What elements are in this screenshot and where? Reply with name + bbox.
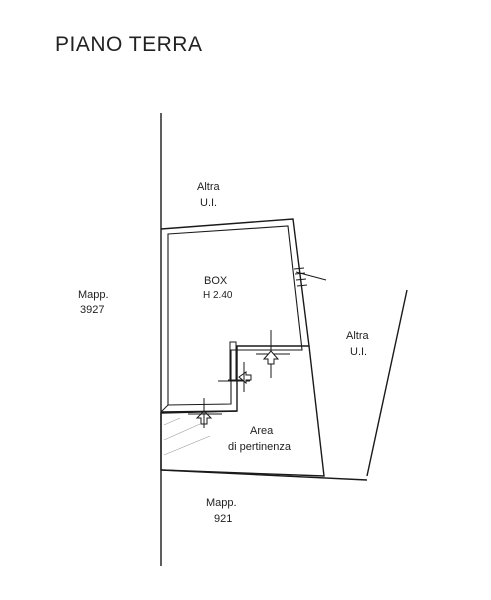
box-inner-wall bbox=[167, 225, 303, 406]
label-area-1: Area bbox=[250, 425, 274, 437]
property-boundary-south bbox=[160, 469, 368, 481]
window-icon bbox=[293, 267, 327, 287]
label-altra-right-1: Altra bbox=[346, 330, 369, 342]
label-mapp-bottom-1: Mapp. bbox=[206, 497, 237, 509]
label-altra-right-2: U.I. bbox=[350, 346, 368, 358]
area-hatch bbox=[163, 417, 211, 456]
property-boundary-east bbox=[366, 289, 408, 477]
label-altra-top-2: U.I. bbox=[200, 197, 218, 209]
entry-axis-lines bbox=[188, 362, 245, 428]
label-mapp-left-2: 3927 bbox=[80, 304, 105, 316]
box-wall-closure bbox=[160, 404, 169, 413]
label-box-name: BOX bbox=[204, 275, 228, 287]
label-box-height: H 2.40 bbox=[203, 290, 233, 301]
plan-title: PIANO TERRA bbox=[55, 33, 203, 56]
label-area-2: di pertinenza bbox=[228, 441, 291, 453]
label-mapp-left-1: Mapp. bbox=[78, 289, 109, 301]
box-outer-wall bbox=[160, 218, 310, 413]
label-altra-top-1: Altra bbox=[197, 181, 220, 193]
label-mapp-bottom-2: 921 bbox=[214, 513, 233, 525]
door-swing-icon bbox=[218, 330, 290, 382]
